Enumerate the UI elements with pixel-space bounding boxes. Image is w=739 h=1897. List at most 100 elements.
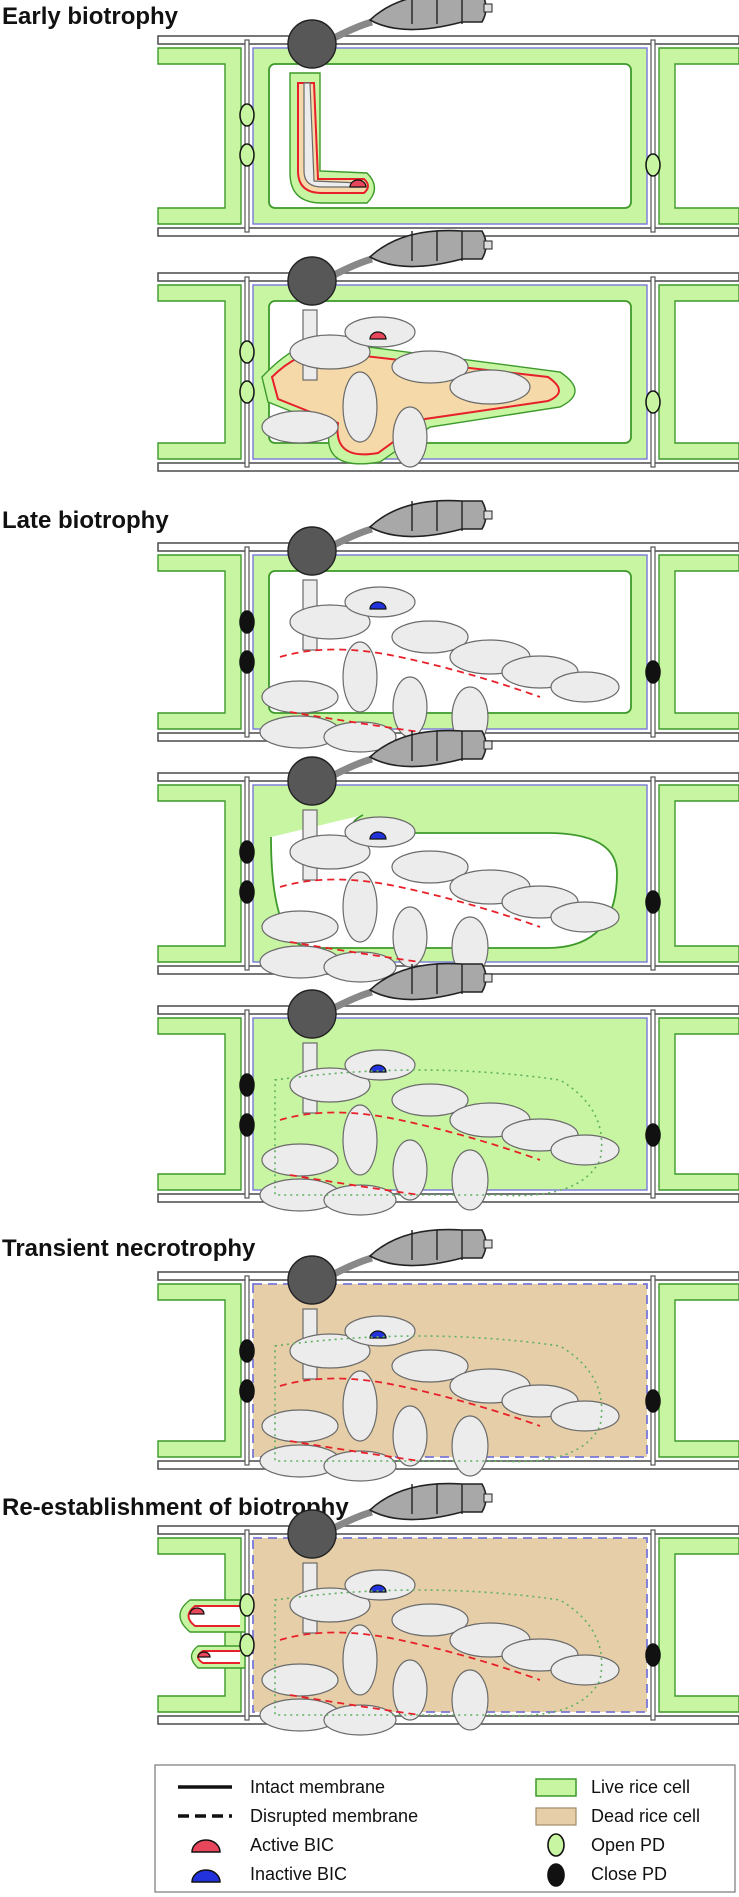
left-neighbour-cell: [157, 1537, 242, 1713]
active-bic-icon: [369, 331, 387, 340]
inactive-bic-icon: [369, 1330, 387, 1339]
active-bic-icon: [349, 179, 367, 188]
conidium-spore: [368, 499, 487, 538]
infection-panel: [157, 499, 739, 753]
bulbous-hypha: [550, 671, 620, 703]
bulbous-hypha: [261, 1143, 339, 1177]
open-pd-icon: [239, 380, 255, 404]
close-pd-icon: [239, 1339, 255, 1363]
infection-panel: [157, 1482, 739, 1736]
bulbous-hypha: [323, 721, 397, 753]
right-cell-wall: [650, 1009, 656, 1199]
right-neighbour-cell: [658, 784, 739, 963]
bulbous-hypha: [261, 910, 339, 944]
legend-inactive-bic: Inactive BIC: [250, 1864, 347, 1884]
legend-intact-membrane: Intact membrane: [250, 1777, 385, 1797]
legend-close-pd: Close PD: [591, 1864, 667, 1884]
spore-tip: [483, 510, 493, 520]
spore-tip: [483, 1493, 493, 1503]
bulbous-hypha: [550, 1134, 620, 1166]
bulbous-hypha: [392, 1659, 428, 1721]
bulbous-hypha: [451, 1149, 489, 1211]
inactive-bic-icon: [191, 1869, 221, 1883]
bulbous-hypha: [391, 850, 469, 884]
dotted-vacuole-remnant: [274, 1069, 603, 1197]
bulbous-hypha: [392, 1405, 428, 1467]
conidium-spore: [368, 0, 487, 31]
close-pd-icon: [239, 840, 255, 864]
left-cell-wall: [244, 776, 250, 971]
infection-panel: [157, 962, 739, 1216]
bulbous-hypha: [550, 1654, 620, 1686]
open-pd-icon: [239, 1633, 255, 1657]
title-early-biotrophy: Early biotrophy: [2, 3, 179, 30]
top-cell-wall: [157, 35, 739, 45]
open-pd-icon: [239, 143, 255, 167]
close-pd-icon: [645, 660, 661, 684]
bulbous-hypha: [342, 1624, 378, 1696]
close-pd-icon: [645, 890, 661, 914]
bulbous-hypha: [391, 350, 469, 384]
appressorium: [287, 19, 337, 69]
left-cell-wall: [244, 1009, 250, 1199]
bulbous-hypha: [289, 604, 371, 640]
close-pd-icon: [239, 1113, 255, 1137]
bulbous-hypha: [261, 680, 339, 714]
infection-panel: [157, 729, 739, 983]
top-cell-wall: [157, 1005, 739, 1015]
bulbous-hypha: [392, 906, 428, 968]
bulbous-hypha: [392, 406, 428, 468]
appressorium: [287, 1509, 337, 1559]
bulbous-hypha: [323, 1450, 397, 1482]
left-neighbour-cell: [157, 1283, 242, 1458]
legend-box: [154, 1764, 736, 1893]
appressorium: [287, 1255, 337, 1305]
bulbous-hypha: [391, 1349, 469, 1383]
right-cell-wall: [650, 1529, 656, 1721]
disrupted-eihm: [279, 1631, 541, 1716]
dotted-vacuole-remnant: [274, 1335, 603, 1463]
bulbous-hypha: [261, 1663, 339, 1697]
spore-tip: [483, 3, 493, 13]
bulbous-hypha: [392, 1139, 428, 1201]
close-pd-icon: [645, 1643, 661, 1667]
bulbous-hypha: [550, 901, 620, 933]
open-pd-icon: [547, 1833, 565, 1857]
top-cell-wall: [157, 1525, 739, 1535]
bottom-cell-wall: [157, 1193, 739, 1203]
close-pd-icon: [239, 610, 255, 634]
bulbous-hypha: [449, 369, 531, 405]
spore-tip: [483, 240, 493, 250]
disrupted-eihm: [279, 878, 541, 963]
title-reestablishment-biotrophy: Re-establishment of biotrophy: [2, 1494, 349, 1521]
left-cell-wall: [244, 546, 250, 738]
inactive-bic-icon: [369, 601, 387, 610]
appressorium: [287, 526, 337, 576]
bulbous-hypha: [342, 371, 378, 443]
disrupted-eihm: [279, 1377, 541, 1462]
bulbous-hypha: [323, 1704, 397, 1736]
close-pd-icon: [645, 1123, 661, 1147]
right-neighbour-cell: [658, 47, 739, 225]
close-pd-icon: [239, 1073, 255, 1097]
spore-tip: [483, 1239, 493, 1249]
spore-tip: [483, 973, 493, 983]
bulbous-hypha: [289, 834, 371, 870]
left-cell-wall: [244, 1275, 250, 1466]
left-neighbour-cell: [157, 47, 242, 225]
bulbous-hypha: [289, 334, 371, 370]
disrupted-eihm: [279, 1111, 541, 1196]
close-pd-icon: [239, 880, 255, 904]
open-pd-icon: [645, 153, 661, 177]
top-cell-wall: [157, 1271, 739, 1281]
title-late-biotrophy: Late biotrophy: [2, 507, 169, 534]
close-pd-icon: [239, 650, 255, 674]
right-neighbour-cell: [658, 1537, 739, 1713]
right-neighbour-cell: [658, 554, 739, 730]
bulbous-hypha: [391, 1603, 469, 1637]
left-neighbour-cell: [157, 784, 242, 963]
right-neighbour-cell: [658, 1283, 739, 1458]
left-neighbour-cell: [157, 554, 242, 730]
left-cell-wall: [244, 39, 250, 233]
